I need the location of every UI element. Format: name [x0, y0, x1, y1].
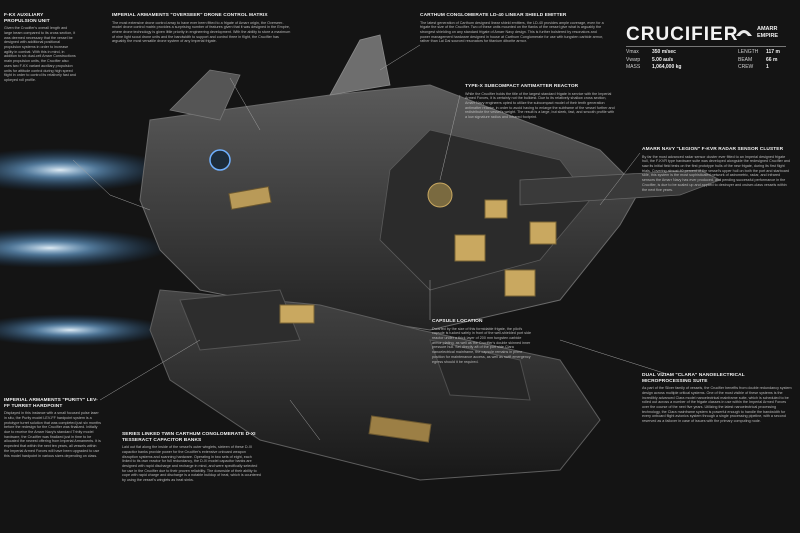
- annotation-capacitor: SERIES LINKED TWIN CARTHUM CONGLOMERATE …: [122, 432, 261, 483]
- upper-hull: [139, 34, 721, 331]
- capacitor-cell: [279, 304, 315, 324]
- annotation-reactor: TYPE-X SUBCOMPACT ANTIMATTER REACTOR Whi…: [465, 84, 615, 120]
- header-divider: [626, 46, 786, 47]
- engine-glow: [0, 314, 170, 346]
- shield-emitter-fin: [329, 34, 391, 96]
- annotation-propulsion: F-KX AUXILIARY PROPULSION UNIT Given the…: [4, 13, 76, 82]
- annotation-drone-control: IMPERIAL ARMAMENTS "OVERSEER" DRONE CONT…: [112, 13, 291, 44]
- faction-label: AMARR EMPIRE: [757, 26, 779, 39]
- reactor-core: [427, 182, 453, 208]
- capacitor-cell: [529, 221, 557, 245]
- capacitor-cell: [504, 269, 536, 297]
- engine-glow-group: [0, 148, 170, 346]
- capacitor-cell: [484, 199, 508, 219]
- annotation-radar: AMARR NAVY "LEGION" F-KVR RADAR SENSOR C…: [642, 147, 790, 192]
- ship-title: CRUCIFIER: [626, 24, 739, 45]
- leader-lines: [72, 44, 671, 441]
- annotation-capsule: CAPSULE LOCATION Dwarfed by the size of …: [432, 319, 532, 364]
- engine-glow: [0, 148, 170, 192]
- annotation-turret: IMPERIAL ARMAMENTS "PURITY" LEV-FF TURRE…: [4, 398, 101, 458]
- annotation-clara: DUAL VIZIAM "CLARA" NANOELECTRICAL MICRO…: [642, 373, 792, 424]
- engine-glow: [0, 228, 170, 268]
- amarr-emblem-icon: [736, 30, 752, 36]
- annotation-shield-emitter: CARTHUM CONGLOMERATE LD-40 LINEAR SHIELD…: [420, 13, 604, 44]
- capacitor-cell: [454, 234, 486, 262]
- lower-hull: [149, 289, 601, 481]
